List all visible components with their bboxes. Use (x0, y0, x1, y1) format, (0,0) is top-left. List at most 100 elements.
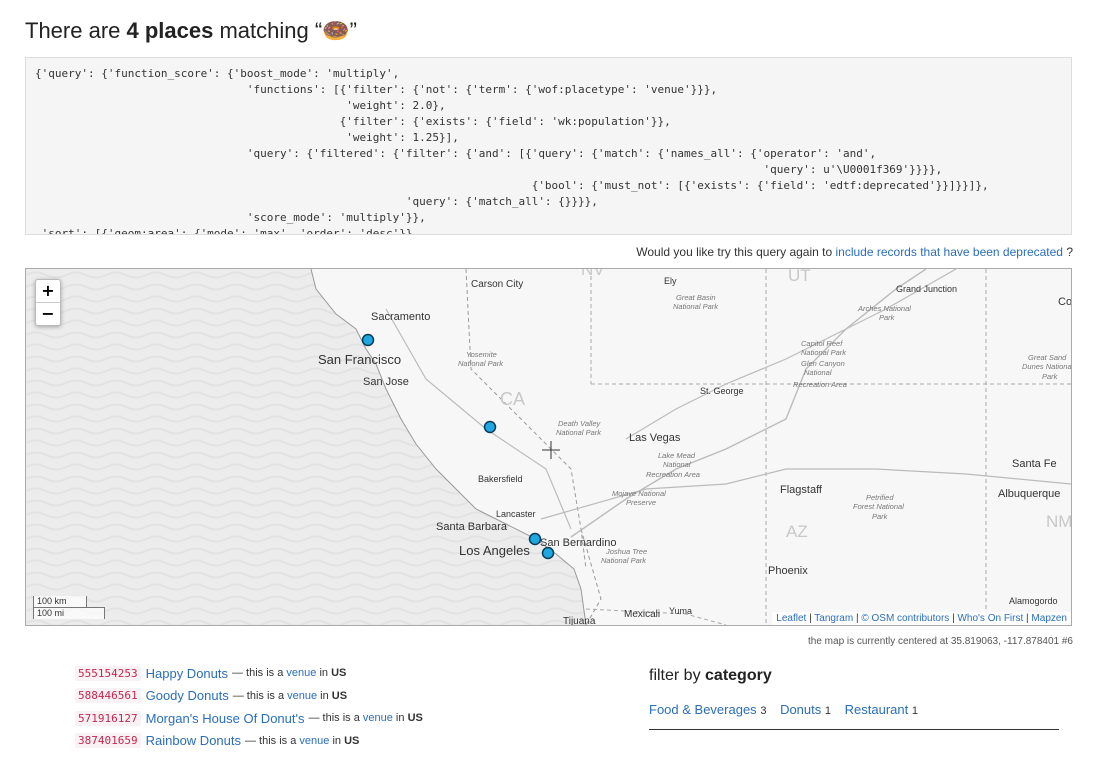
map-label-san-jose: San Jose (363, 376, 409, 388)
category-link-restaurant[interactable]: Restaurant (844, 702, 909, 717)
map-label-albuquerque: Albuquerque (998, 488, 1060, 500)
result-item: 387401659 Rainbow Donuts — this is a ven… (75, 730, 423, 753)
title-middle: matching “ (213, 18, 323, 43)
map-label-great-sand: Great Sand (1028, 353, 1067, 362)
deprecated-note-prefix: Would you like try this query again to (636, 245, 836, 259)
result-id: 555154253 (75, 665, 141, 681)
result-name-link[interactable]: Happy Donuts (145, 665, 228, 681)
result-country: US (407, 712, 423, 725)
coastline (310, 269, 587, 625)
category-link-food-beverages[interactable]: Food & Beverages (649, 702, 757, 717)
map-label-mexicali: Mexicali (624, 609, 660, 620)
result-item: 555154253 Happy Donuts — this is a venue… (75, 662, 423, 685)
attribution-separator: | (949, 613, 958, 624)
placetype-link[interactable]: venue (299, 734, 330, 747)
river-colorado (570, 269, 927, 538)
results-list: 555154253 Happy Donuts — this is a venue… (75, 662, 423, 752)
placetype-link[interactable]: venue (287, 689, 318, 702)
deprecated-note-suffix: ? (1062, 245, 1073, 259)
map-label-death-valley-np: National Park (556, 428, 602, 437)
placetype-link[interactable]: venue (286, 667, 317, 680)
map-canvas[interactable]: Carson City Sacramento San Francisco San… (26, 269, 1071, 625)
attribution-separator: | (806, 613, 815, 624)
map-label-bakersfield: Bakersfield (478, 474, 523, 484)
venue-marker[interactable] (528, 532, 542, 546)
attribution-tangram-link[interactable]: Tangram (814, 613, 854, 624)
attribution-leaflet-link[interactable]: Leaflet (776, 613, 807, 624)
query-code: {'query': {'function_score': {'boost_mod… (35, 67, 989, 235)
donut-emoji: 🍩 (322, 18, 350, 43)
map[interactable]: Carson City Sacramento San Francisco San… (25, 268, 1072, 626)
map-label-arches-park: Park (879, 313, 896, 322)
category-item: Food & Beverages 3 (649, 702, 766, 717)
venue-marker[interactable] (541, 546, 555, 560)
query-code-block: {'query': {'function_score': {'boost_mod… (25, 57, 1072, 235)
map-label-carson-city: Carson City (471, 279, 523, 290)
category-count: 1 (911, 705, 918, 717)
category-item: Restaurant 1 (845, 702, 918, 717)
result-name-link[interactable]: Goody Donuts (145, 688, 229, 704)
result-desc: — this is a venue in US (232, 667, 346, 679)
result-desc: — this is a venue in US (233, 690, 347, 702)
result-desc-in: in (329, 734, 345, 747)
map-label-petrified-park: Park (872, 512, 889, 521)
title-suffix: ” (349, 18, 357, 43)
result-item: 571916127 Morgan's House Of Donut's — th… (75, 707, 423, 730)
result-id: 588446561 (75, 688, 141, 704)
category-link-donuts[interactable]: Donuts (780, 702, 822, 717)
deprecated-note: Would you like try this query again to i… (636, 245, 1073, 259)
category-count: 1 (824, 705, 832, 717)
map-label-yuma: Yuma (669, 606, 692, 616)
state-border-ca-nv (465, 269, 587, 570)
result-desc: — this is a venue in US (245, 735, 359, 747)
map-label-glen-canyon: Glen Canyon (801, 359, 845, 368)
attribution-wof-link[interactable]: Who's On First (957, 613, 1024, 624)
highway-40 (540, 468, 1071, 520)
attribution-separator: | (853, 613, 862, 624)
map-label-alamogordo: Alamogordo (1009, 596, 1058, 606)
placetype-link[interactable]: venue (362, 712, 393, 725)
map-label-co: Co (1058, 296, 1071, 308)
map-label-grand-junction: Grand Junction (896, 284, 957, 294)
category-filter: filter by category Food & Beverages 3 Do… (649, 667, 1059, 730)
result-name-link[interactable]: Rainbow Donuts (145, 733, 241, 749)
map-label-mojave: Mojave National (612, 489, 666, 498)
map-label-tijuana: Tijuana (563, 616, 596, 625)
map-label-arches: Arches National (857, 304, 911, 313)
result-name-link[interactable]: Morgan's House Of Donut's (145, 710, 305, 726)
map-label-phoenix: Phoenix (768, 565, 808, 577)
category-count: 3 (760, 705, 767, 717)
title-prefix: There are (25, 18, 127, 43)
map-label-petrified-forest: Forest National (853, 502, 904, 511)
result-desc: — this is a venue in US (308, 712, 422, 724)
venue-marker[interactable] (483, 420, 497, 434)
result-desc-in: in (317, 689, 332, 702)
attribution-osm-link[interactable]: © OSM contributors (861, 613, 950, 624)
map-label-ca: CA (500, 389, 525, 409)
zoom-out-button[interactable]: − (36, 302, 60, 325)
map-label-capitol-reef: Capitol Reef (801, 339, 843, 348)
zoom-in-button[interactable]: + (41, 281, 55, 300)
highway-15 (625, 269, 957, 440)
page-title: There are 4 places matching “🍩” (25, 18, 357, 44)
result-id: 571916127 (75, 710, 141, 726)
result-item: 588446561 Goody Donuts — this is a venue… (75, 685, 423, 708)
attribution-mapzen-link[interactable]: Mapzen (1031, 613, 1067, 624)
result-country: US (331, 667, 347, 680)
map-label-yosemite-np: National Park (458, 359, 504, 368)
map-label-glen-canyon-national: National (804, 368, 832, 377)
map-label-ely: Ely (664, 276, 677, 286)
map-label-glen-canyon-ra: Recreation Area (793, 380, 847, 389)
result-desc-in: in (316, 667, 332, 680)
result-id: 387401659 (75, 733, 141, 749)
category-item: Donuts 1 (780, 702, 831, 717)
map-label-lake-mead-ra: Recreation Area (646, 470, 700, 479)
map-label-yosemite: Yosemite (466, 350, 497, 359)
zoom-control: + − (35, 279, 61, 326)
map-label-santa-fe: Santa Fe (1012, 458, 1057, 470)
attribution-separator: | (1023, 613, 1032, 624)
include-deprecated-link[interactable]: include records that have been deprecate… (835, 245, 1063, 259)
venue-marker[interactable] (361, 333, 375, 347)
map-label-san-bernardino: San Bernardino (540, 537, 616, 549)
result-desc-prefix: — this is a (245, 734, 300, 747)
